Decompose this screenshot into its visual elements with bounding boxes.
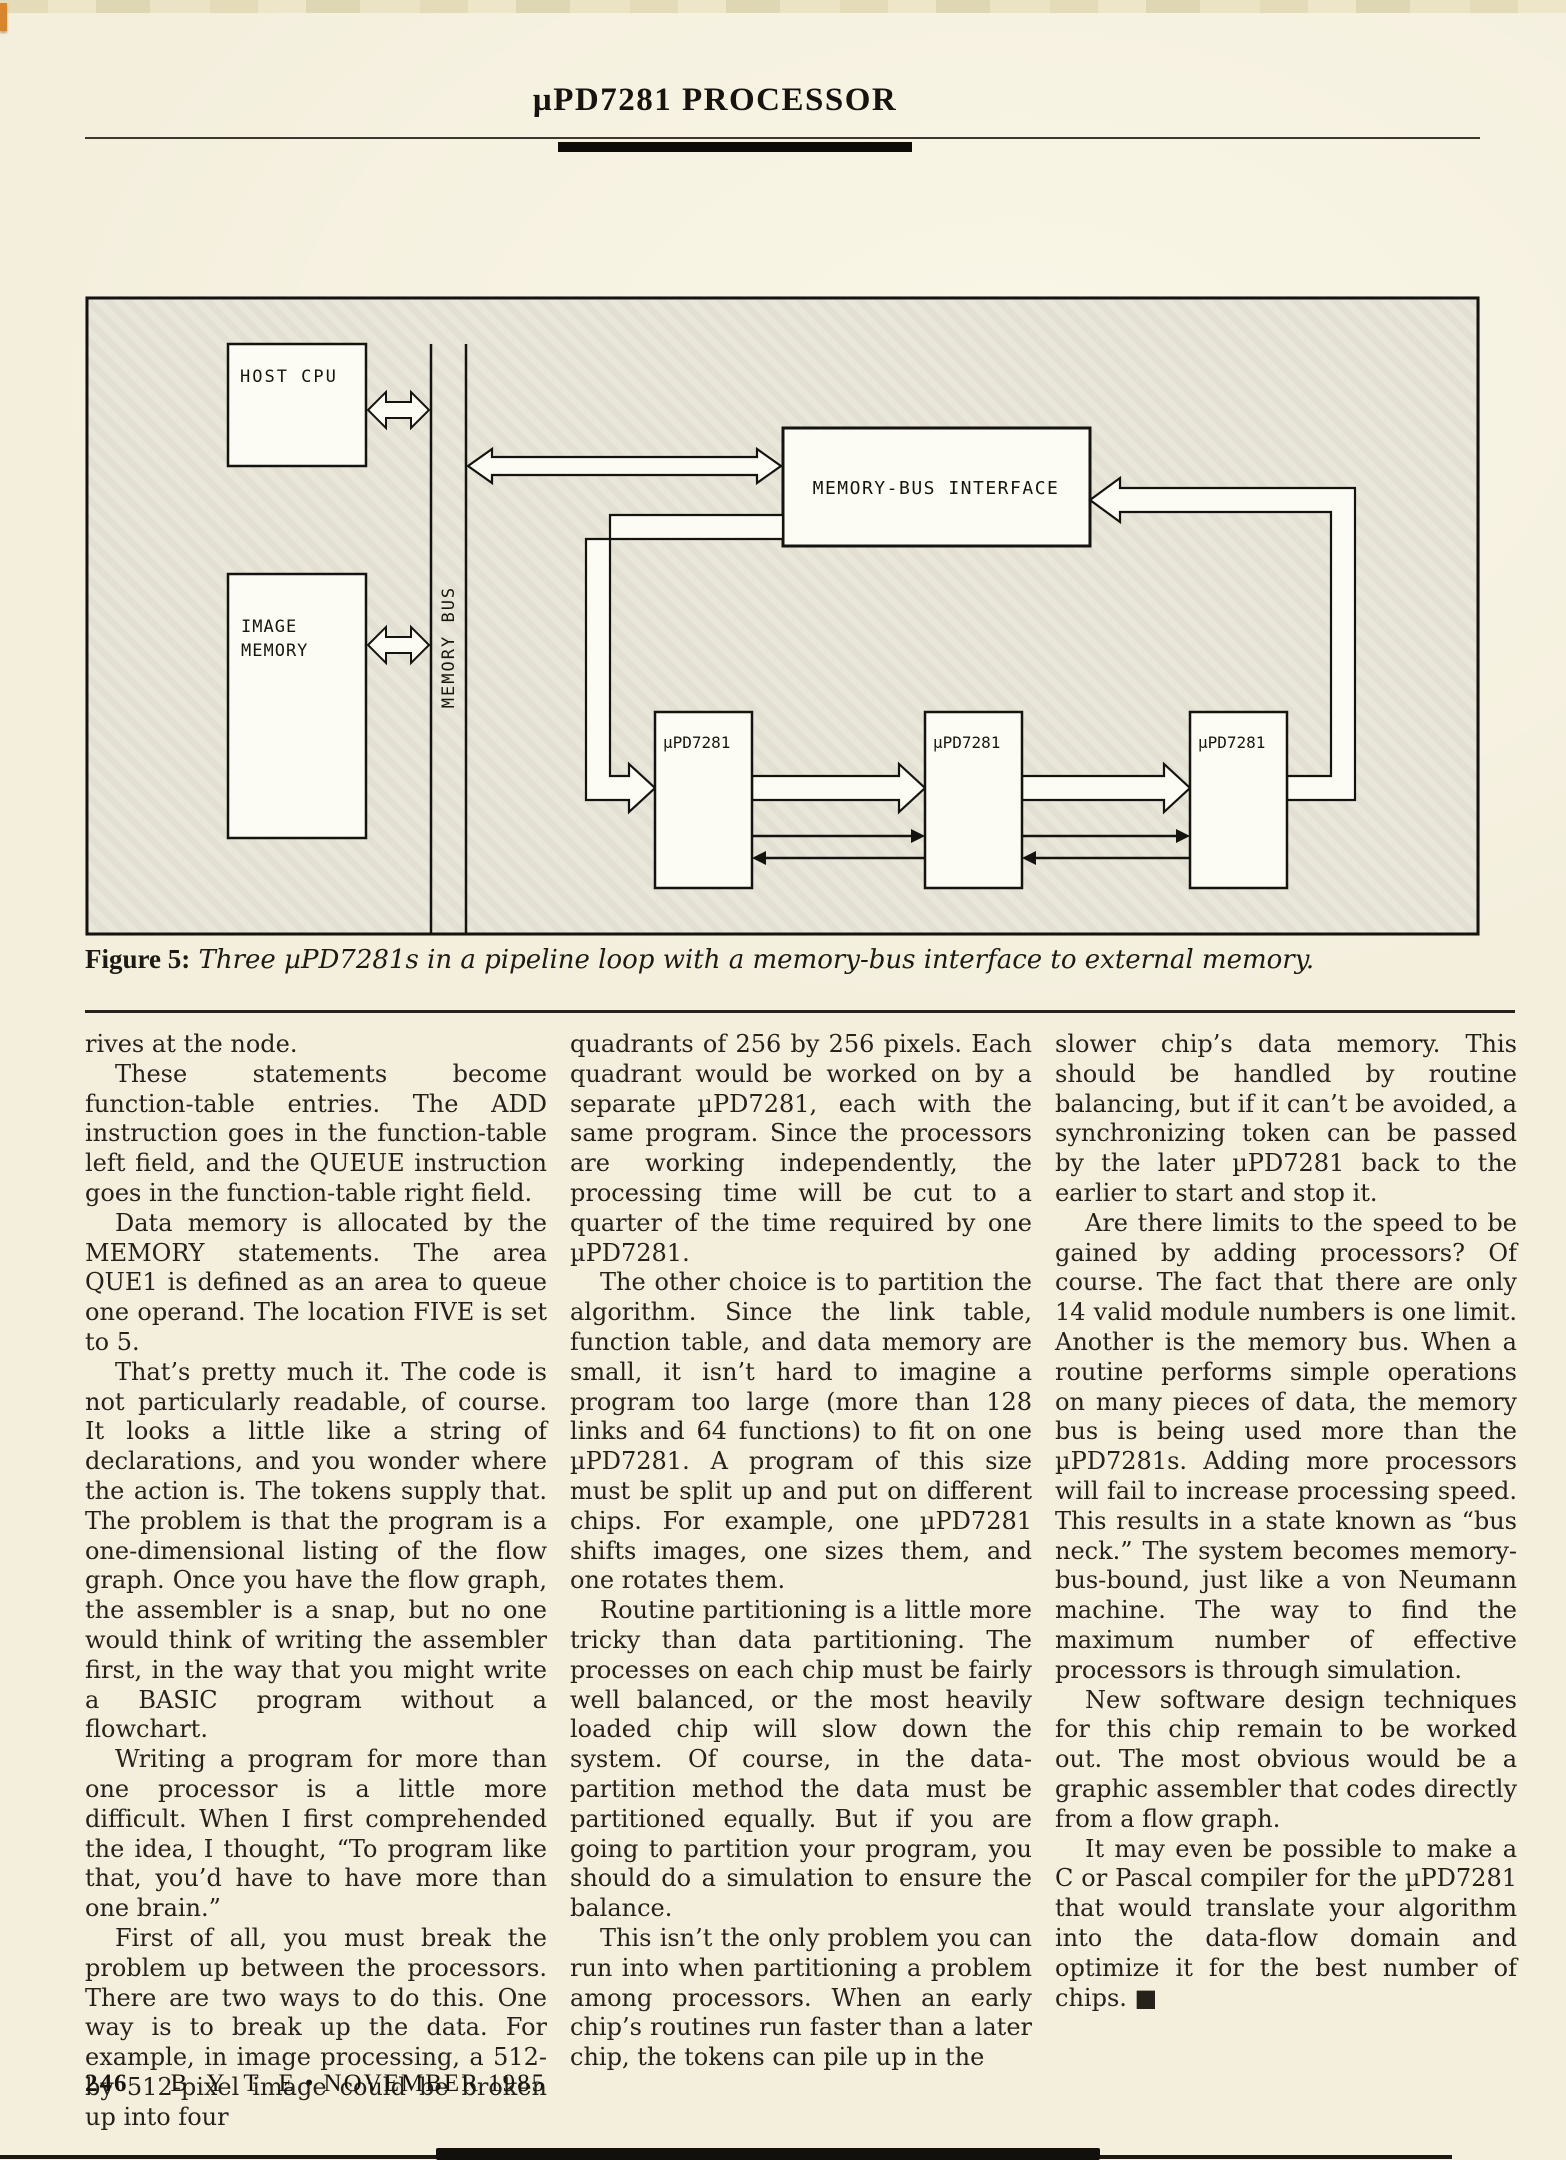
figure-caption-label: Figure 5: [85, 944, 191, 974]
chip1-chip2-token-arrowhead [911, 829, 925, 843]
chip1-to-chip2-arrow [750, 761, 927, 815]
memory-bus-interface-box [781, 426, 1092, 548]
imagememory-bus-arrow [366, 624, 431, 666]
figure-caption-text: Three µPD7281s in a pipeline loop with a… [198, 945, 1315, 975]
host-cpu-box [226, 342, 368, 468]
chip1-label: µPD7281 [663, 733, 730, 752]
text-column-3: slower chip’s data memory. This should b… [1055, 1030, 1517, 2013]
hostcpu-bus-arrow [366, 389, 431, 431]
paragraph: These statements become function-table e… [85, 1059, 547, 1207]
chip1-box [653, 710, 754, 890]
header-rule-thin [85, 137, 1480, 139]
paragraph: Data memory is allocated by the MEMORY s… [85, 1208, 547, 1356]
issue-date: NOVEMBER 1985 [323, 2070, 547, 2097]
paragraph: slower chip’s data memory. This should b… [1055, 1030, 1517, 1207]
paragraph: rives at the node. [85, 1030, 298, 1058]
paragraph: It may even be possible to make a C or P… [1055, 1834, 1517, 2012]
chip3-to-interface-channel [1088, 475, 1357, 802]
chip2-box [923, 710, 1024, 890]
figure-5-diagram: MEMORY BUS HOST CPU IMAGE MEMORY MEMORY-… [85, 296, 1480, 936]
image-memory-label-line2: MEMORY [241, 641, 308, 661]
paragraph: That’s pretty much it. The code is not p… [85, 1357, 547, 1744]
scan-artifact-left-mark [0, 3, 7, 31]
text-column-2: quadrants of 256 by 256 pixels. Each qua… [570, 1030, 1032, 2073]
paragraph: Are there limits to the speed to be gain… [1055, 1208, 1517, 1684]
figure-caption: Figure 5: Three µPD7281s in a pipeline l… [85, 944, 1485, 975]
chip2-to-chip3-arrow [1020, 761, 1192, 815]
text-column-1: rives at the node. These statements beco… [85, 1030, 547, 2132]
scan-artifact-top-strip [0, 0, 1566, 13]
page-title: µPD7281 PROCESSOR [532, 82, 898, 118]
figure-frame [85, 296, 1480, 936]
paragraph: Routine partitioning is a little more tr… [570, 1596, 1032, 1923]
header-rule-thick [558, 142, 912, 152]
chip2-chip1-token-arrowhead [752, 851, 766, 865]
memory-bus-interface-label: MEMORY-BUS INTERFACE [813, 478, 1060, 499]
paragraph: The other choice is to partition the alg… [570, 1268, 1032, 1595]
host-cpu-label: HOST CPU [240, 367, 338, 387]
bus-interface-arrow [466, 446, 783, 486]
chip3-chip2-token-arrowhead [1022, 851, 1036, 865]
chip3-label: µPD7281 [1198, 733, 1265, 752]
paragraph: New software design techniques for this … [1055, 1685, 1517, 1833]
magazine-name: B Y T E [170, 2070, 301, 2097]
memory-bus-label: MEMORY BUS [439, 586, 459, 708]
chip2-label: µPD7281 [933, 733, 1000, 752]
paragraph: This isn’t the only problem you can run … [570, 1923, 1032, 2072]
paragraph: quadrants of 256 by 256 pixels. Each qua… [570, 1030, 1032, 1267]
image-memory-box [226, 572, 368, 840]
paragraph: First of all, you must break the problem… [85, 1923, 547, 2131]
paragraph: Writing a program for more than one proc… [85, 1745, 547, 1923]
caption-rule [85, 1010, 1515, 1013]
chip3-box [1188, 710, 1289, 890]
page-footer: 246 B Y T E• NOVEMBER 1985 [85, 2070, 546, 2098]
interface-to-chip1-channel [584, 513, 785, 815]
page-number: 246 [85, 2070, 129, 2097]
image-memory-label-line1: IMAGE [241, 617, 297, 637]
footer-bullet: • [304, 2070, 314, 2097]
chip2-chip3-token-arrowhead [1176, 829, 1190, 843]
scan-artifact-bottom-blob [436, 2148, 1100, 2160]
